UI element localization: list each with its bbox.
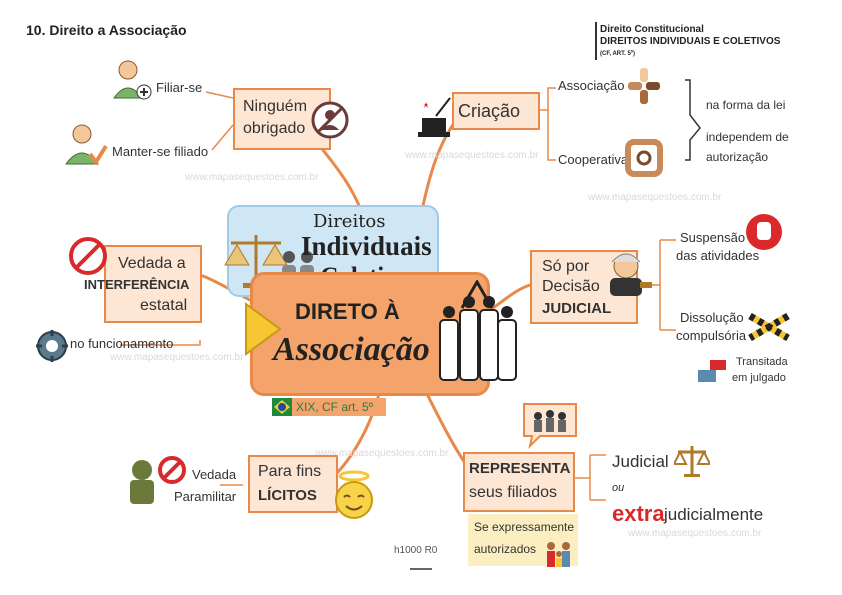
associacao-label: Associação bbox=[558, 78, 625, 93]
decisao-line1: Só por bbox=[542, 258, 590, 275]
ou-label: ou bbox=[612, 482, 625, 494]
transitada-line2: em julgado bbox=[732, 372, 786, 384]
filiar-label: Filiar-se bbox=[156, 80, 203, 95]
header-topic: DIREITOS INDIVIDUAIS E COLETIVOS bbox=[600, 36, 781, 47]
cooperativa-label: Cooperativa bbox=[558, 152, 629, 167]
node-decisao-judicial: Só por Decisão JUDICIAL bbox=[530, 250, 638, 324]
header-block: Direito Constitucional DIREITOS INDIVIDU… bbox=[600, 24, 780, 60]
header-subject: Direito Constitucional bbox=[600, 24, 704, 35]
expressamente-line1: Se expressamente bbox=[474, 520, 575, 534]
decisao-line3: JUDICIAL bbox=[542, 300, 612, 317]
watermark: www.mapasequestoes.com.br bbox=[628, 528, 762, 539]
main-topic-line2: Associação bbox=[273, 331, 430, 368]
page-title: 10. Direito a Associação bbox=[26, 22, 187, 38]
no-person-icon bbox=[311, 101, 349, 139]
fins-line2: LÍCITOS bbox=[258, 487, 317, 504]
node-representa: REPRESENTA seus filiados bbox=[463, 452, 575, 512]
constitution-reference: XIX, CF art. 5º bbox=[292, 398, 386, 416]
judge-icon bbox=[610, 253, 652, 296]
node-expressamente: Se expressamente autorizados bbox=[468, 514, 578, 566]
barrier-cross-icon bbox=[748, 312, 790, 342]
speech-bubble-people-icon bbox=[523, 403, 577, 450]
vedada-line2: INTERFERÊNCIA bbox=[84, 277, 190, 292]
watermark: www.mapasequestoes.com.br bbox=[315, 448, 449, 459]
topic-line2: Individuais bbox=[301, 231, 432, 261]
watermark: www.mapasequestoes.com.br bbox=[110, 352, 244, 363]
node-criacao: Criação bbox=[452, 92, 540, 130]
funcionamento-label: no funcionamento bbox=[70, 336, 174, 351]
angel-face-icon bbox=[335, 470, 373, 519]
node-fins-licitos: Para fins LÍCITOS bbox=[248, 455, 338, 513]
vedada-paramilitar-line1: Vedada bbox=[192, 467, 237, 482]
watermark: www.mapasequestoes.com.br bbox=[588, 192, 722, 203]
suspensao-line1: Suspensão bbox=[680, 230, 746, 245]
fins-line1: Para fins bbox=[258, 463, 322, 480]
header-divider bbox=[595, 22, 597, 60]
representa-line1: REPRESENTA bbox=[469, 460, 571, 477]
vedada-line3: estatal bbox=[140, 297, 188, 314]
gear-icon bbox=[36, 330, 68, 362]
expressamente-line2: autorizados bbox=[474, 542, 537, 556]
judicial-label: Judicial bbox=[612, 452, 669, 471]
vedada-line1: Vedada a bbox=[118, 255, 186, 272]
forma-lei-label: na forma da lei bbox=[706, 98, 786, 112]
topic-line1: Direitos bbox=[313, 211, 386, 232]
brazil-flag-icon bbox=[272, 398, 292, 416]
independem-label: independem de bbox=[706, 130, 789, 144]
decisao-line2: Decisão bbox=[542, 278, 600, 295]
header-reference: (CF, ART. 5º) bbox=[600, 51, 635, 57]
representa-line2: seus filiados bbox=[469, 484, 558, 501]
prohibited-icon bbox=[69, 237, 107, 275]
watermark: www.mapasequestoes.com.br bbox=[405, 150, 539, 161]
node-vedada-interferencia: Vedada a INTERFERÊNCIA estatal bbox=[84, 245, 202, 323]
node-ninguem-line2: obrigado bbox=[243, 120, 306, 137]
person-check-icon bbox=[65, 124, 108, 166]
autorizacao-label: autorização bbox=[706, 150, 769, 164]
people-together-icon bbox=[439, 280, 517, 381]
justice-scale-icon bbox=[674, 446, 710, 477]
main-topic-line1: DIRETO À bbox=[295, 299, 400, 324]
footer-mark bbox=[410, 568, 432, 570]
magic-hat-icon bbox=[418, 94, 456, 137]
play-arrow-icon bbox=[245, 302, 282, 356]
manter-label: Manter-se filiado bbox=[112, 144, 209, 159]
hands-together-icon bbox=[628, 68, 660, 104]
criacao-label: Criação bbox=[458, 101, 521, 121]
person-add-icon bbox=[113, 60, 152, 100]
node-ninguem-obrigado: Ninguém obrigado bbox=[233, 88, 331, 150]
judgment-tools-icon bbox=[698, 360, 726, 382]
dissolucao-line2: compulsória bbox=[676, 328, 747, 343]
family-icon bbox=[547, 542, 570, 567]
hands-circle-icon bbox=[625, 139, 663, 177]
extra-label: extra bbox=[612, 501, 665, 526]
stop-hand-icon bbox=[746, 214, 782, 250]
transitada-line1: Transitada bbox=[736, 356, 788, 368]
soldier-prohibited-icon bbox=[130, 456, 186, 504]
watermark: www.mapasequestoes.com.br bbox=[185, 172, 319, 183]
dissolucao-line1: Dissolução bbox=[680, 310, 744, 325]
footer-code: h1000 R0 bbox=[394, 545, 438, 556]
suspensao-line2: das atividades bbox=[676, 248, 760, 263]
judicialmente-label: judicialmente bbox=[664, 505, 764, 524]
vedada-paramilitar-line2: Paramilitar bbox=[174, 489, 237, 504]
node-ninguem-line1: Ninguém bbox=[243, 98, 308, 115]
